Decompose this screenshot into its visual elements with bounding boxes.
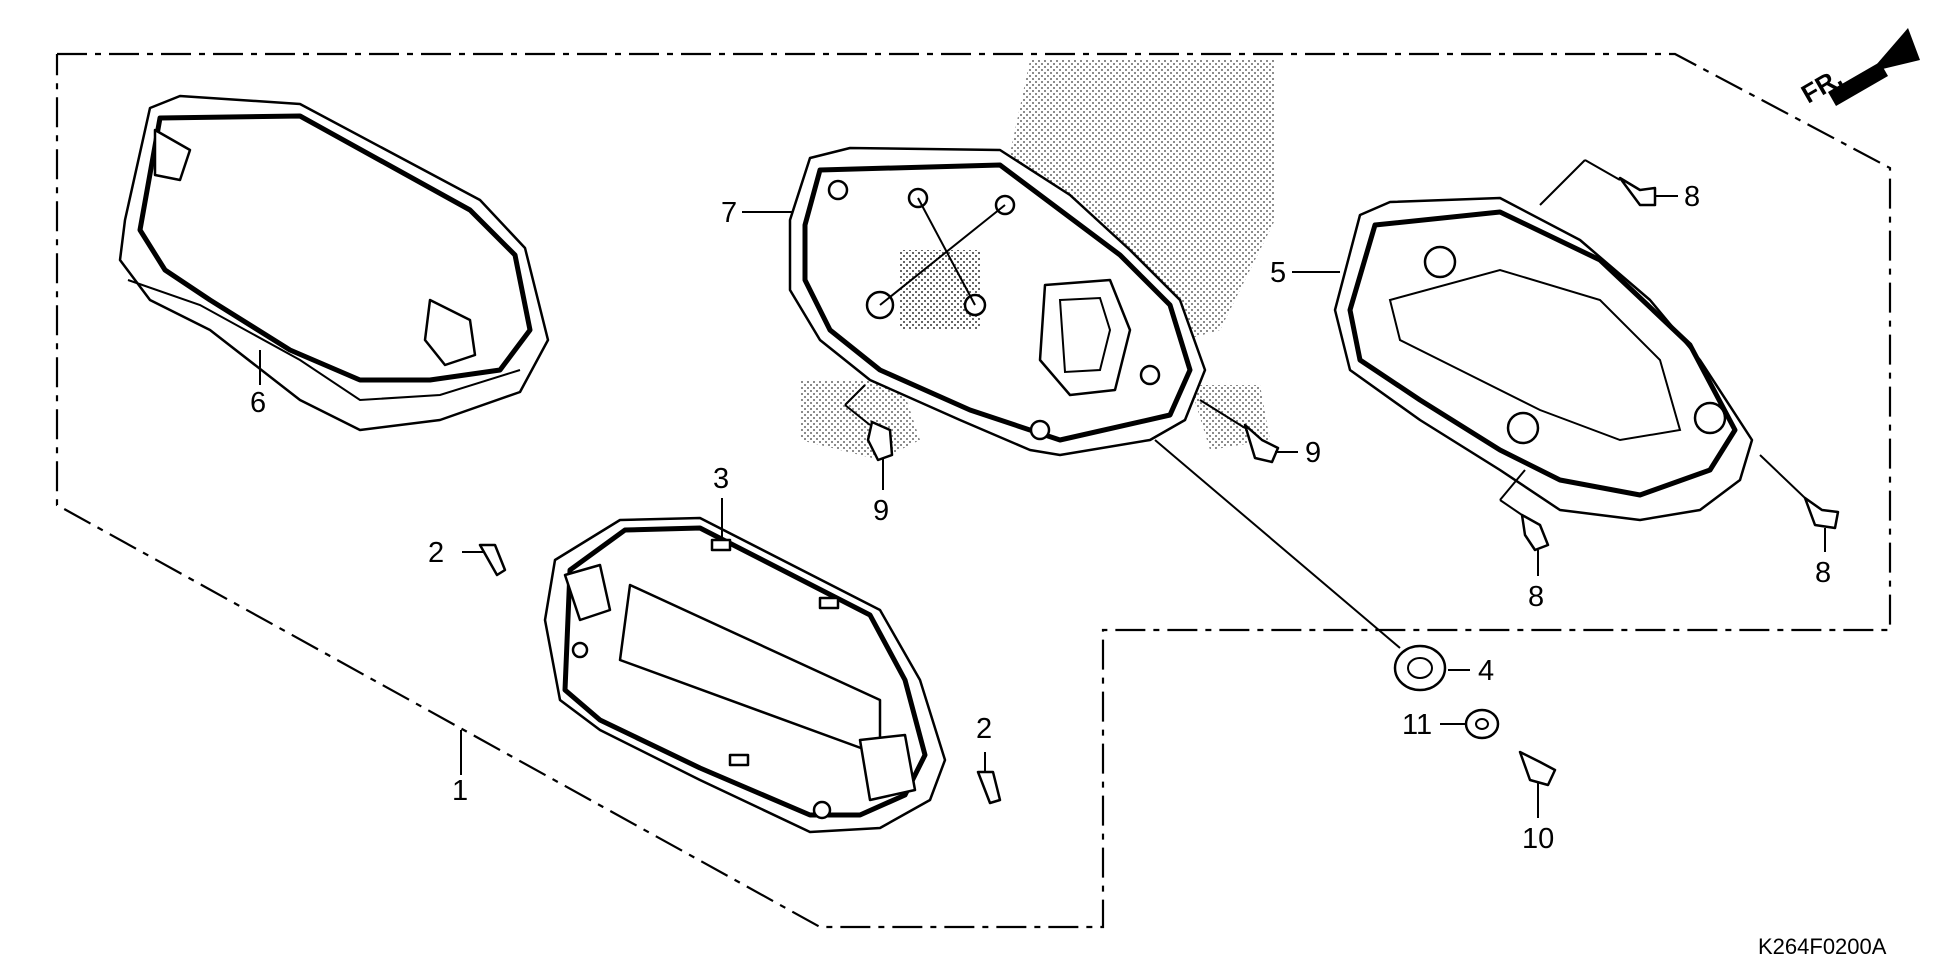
callout-6: 6 [250, 387, 266, 419]
callout-8-bottom-left: 8 [1528, 581, 1544, 613]
callout-8-bottom-right: 8 [1815, 557, 1831, 589]
part-8-screw-top[interactable] [1539, 159, 1678, 207]
front-direction-arrow [1828, 28, 1920, 106]
part-7-meter-case-under[interactable] [788, 60, 1275, 460]
callout-2-right: 2 [976, 713, 992, 745]
assembly-boundary [55, 52, 1892, 929]
callout-5: 5 [1270, 257, 1286, 289]
callout-9-left: 9 [873, 495, 889, 527]
part-9-screw-left[interactable] [844, 384, 894, 490]
callout-1: 1 [452, 775, 468, 807]
part-5-meter-case-upper[interactable] [1333, 196, 1754, 522]
callout-8-top: 8 [1684, 181, 1700, 213]
part-1-meter-assembly[interactable] [543, 516, 947, 834]
callout-10: 10 [1522, 823, 1554, 855]
callout-7: 7 [721, 197, 737, 229]
part-8-screw-bottom-right[interactable] [1759, 454, 1840, 552]
callout-11: 11 [1402, 709, 1432, 741]
part-4-grommet[interactable] [1154, 439, 1470, 692]
callout-3: 3 [713, 463, 729, 495]
part-11-washer[interactable] [1440, 708, 1500, 740]
part-9-screw-right[interactable] [1199, 399, 1298, 464]
callout-4: 4 [1478, 655, 1494, 687]
drawing-code: K264F0200A [1758, 934, 1887, 959]
callout-9-right: 9 [1305, 437, 1321, 469]
part-2-screw-left[interactable] [462, 543, 507, 577]
callout-2-left: 2 [428, 537, 444, 569]
part-8-screw-bottom-left[interactable] [1499, 469, 1550, 576]
part-6-meter-lens[interactable] [118, 94, 550, 432]
part-10-bolt[interactable] [1518, 750, 1557, 818]
part-2-screw-right[interactable] [976, 752, 1002, 805]
